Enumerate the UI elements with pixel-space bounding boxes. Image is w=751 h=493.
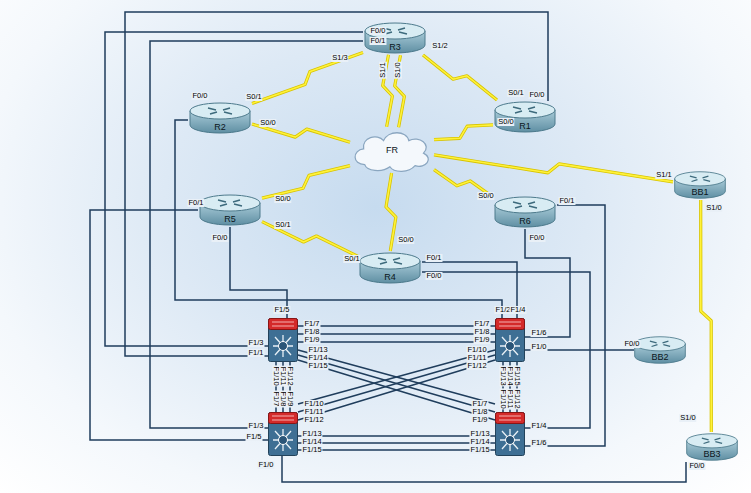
port-label: F1/8 xyxy=(473,328,490,336)
device-name: R2 xyxy=(214,122,226,135)
port-label: F1/7 xyxy=(473,320,490,328)
port-label: F1/11 xyxy=(467,354,488,362)
serial-link xyxy=(252,53,363,104)
port-label: S0/1 xyxy=(245,93,262,101)
serial-link xyxy=(386,173,396,251)
port-label: F1/13 xyxy=(301,430,322,438)
port-label: S0/1 xyxy=(274,221,291,229)
port-label: F1/15 xyxy=(513,365,521,386)
router-node: BB3 xyxy=(685,432,739,462)
serial-link xyxy=(701,200,712,432)
port-label: F1/14 xyxy=(301,438,322,446)
router-node: R5 xyxy=(198,193,262,227)
port-label: F1/9 xyxy=(286,390,294,407)
port-label: F1/10 xyxy=(466,346,487,354)
router-node: BB1 xyxy=(673,170,727,200)
port-label: F0/1 xyxy=(425,254,442,262)
router-node: R4 xyxy=(358,251,422,285)
port-label: F1/15 xyxy=(307,362,328,370)
port-label: S0/0 xyxy=(477,192,494,200)
port-label: F1/12 xyxy=(466,362,487,370)
device-name: R4 xyxy=(384,272,396,285)
port-label: S0/1 xyxy=(343,255,360,263)
port-label: F1/6 xyxy=(530,329,547,337)
port-label: F0/0 xyxy=(528,234,545,242)
port-label: S0/0 xyxy=(274,195,291,203)
port-label: F1/1 xyxy=(247,349,264,357)
port-label: F0/0 xyxy=(623,340,640,348)
port-label: F1/5 xyxy=(273,306,290,314)
port-label: F0/0 xyxy=(211,234,228,242)
port-label: S1/0 xyxy=(394,61,402,78)
router-node: R1 xyxy=(493,100,557,134)
port-label: F1/14 xyxy=(469,438,490,446)
port-label: F1/7 xyxy=(471,400,488,408)
port-label: F1/6 xyxy=(530,439,547,447)
port-label: F1/12 xyxy=(303,416,324,424)
port-label: S1/1 xyxy=(655,171,672,179)
port-label: S0/0 xyxy=(397,236,414,244)
port-label: F1/13 xyxy=(469,430,490,438)
serial-link xyxy=(434,155,673,182)
port-label: F1/9 xyxy=(471,416,488,424)
port-label: F0/1 xyxy=(558,197,575,205)
port-label: F0/1 xyxy=(187,199,204,207)
port-label: F0/0 xyxy=(425,272,442,280)
port-label: F1/0 xyxy=(530,343,547,351)
device-name: R5 xyxy=(224,214,236,227)
port-label: F1/4 xyxy=(530,422,547,430)
router-node: R6 xyxy=(493,195,557,229)
device-name: FR xyxy=(386,145,398,155)
port-label: F1/8 xyxy=(471,408,488,416)
port-label: F0/0 xyxy=(369,27,386,35)
device-name: R6 xyxy=(519,216,531,229)
router-node: BB2 xyxy=(633,335,687,365)
port-label: F1/15 xyxy=(301,446,322,454)
serial-link xyxy=(262,222,358,257)
port-label: S0/1 xyxy=(507,89,524,97)
port-label: S1/0 xyxy=(705,204,722,212)
port-label: F1/13 xyxy=(307,346,328,354)
router-node: R2 xyxy=(188,101,252,135)
port-label: F1/11 xyxy=(304,408,325,416)
port-label: F1/5 xyxy=(245,433,262,441)
port-label: F1/4 xyxy=(509,306,526,314)
port-label: F1/14 xyxy=(307,354,328,362)
port-label: F1/15 xyxy=(469,446,490,454)
port-label: F1/9 xyxy=(473,336,490,344)
port-label: F1/7 xyxy=(303,320,320,328)
port-label: F1/12 xyxy=(286,365,294,386)
port-label: S1/3 xyxy=(331,54,348,62)
device-name: BB3 xyxy=(703,449,720,462)
port-label: F0/0 xyxy=(191,92,208,100)
port-label: F1/9 xyxy=(303,336,320,344)
port-label: F0/0 xyxy=(528,91,545,99)
port-label: S1/0 xyxy=(679,414,696,422)
port-label: S1/2 xyxy=(431,42,448,50)
device-name: BB1 xyxy=(691,187,708,200)
port-label: S1/1 xyxy=(379,61,387,78)
serial-link xyxy=(434,125,493,140)
device-name: R3 xyxy=(389,42,401,55)
serial-link xyxy=(262,166,350,199)
port-label: F0/0 xyxy=(688,462,705,470)
port-label: F1/8 xyxy=(303,328,320,336)
port-label: S0/0 xyxy=(259,119,276,127)
serial-link xyxy=(395,55,405,127)
device-name: BB2 xyxy=(651,352,668,365)
device-name: R1 xyxy=(519,121,531,134)
port-label: F1/0 xyxy=(257,461,274,469)
port-label: F1/12 xyxy=(513,388,521,409)
serial-link xyxy=(423,55,497,100)
port-label: F1/3 xyxy=(247,339,264,347)
switch-icon xyxy=(269,319,525,456)
port-label: F1/3 xyxy=(247,422,264,430)
port-label: S0/0 xyxy=(497,118,514,126)
port-label: F0/1 xyxy=(369,37,386,45)
ethernet-wire xyxy=(90,12,686,482)
port-label: F1/10 xyxy=(303,400,324,408)
cloud-node: FR xyxy=(350,127,434,173)
